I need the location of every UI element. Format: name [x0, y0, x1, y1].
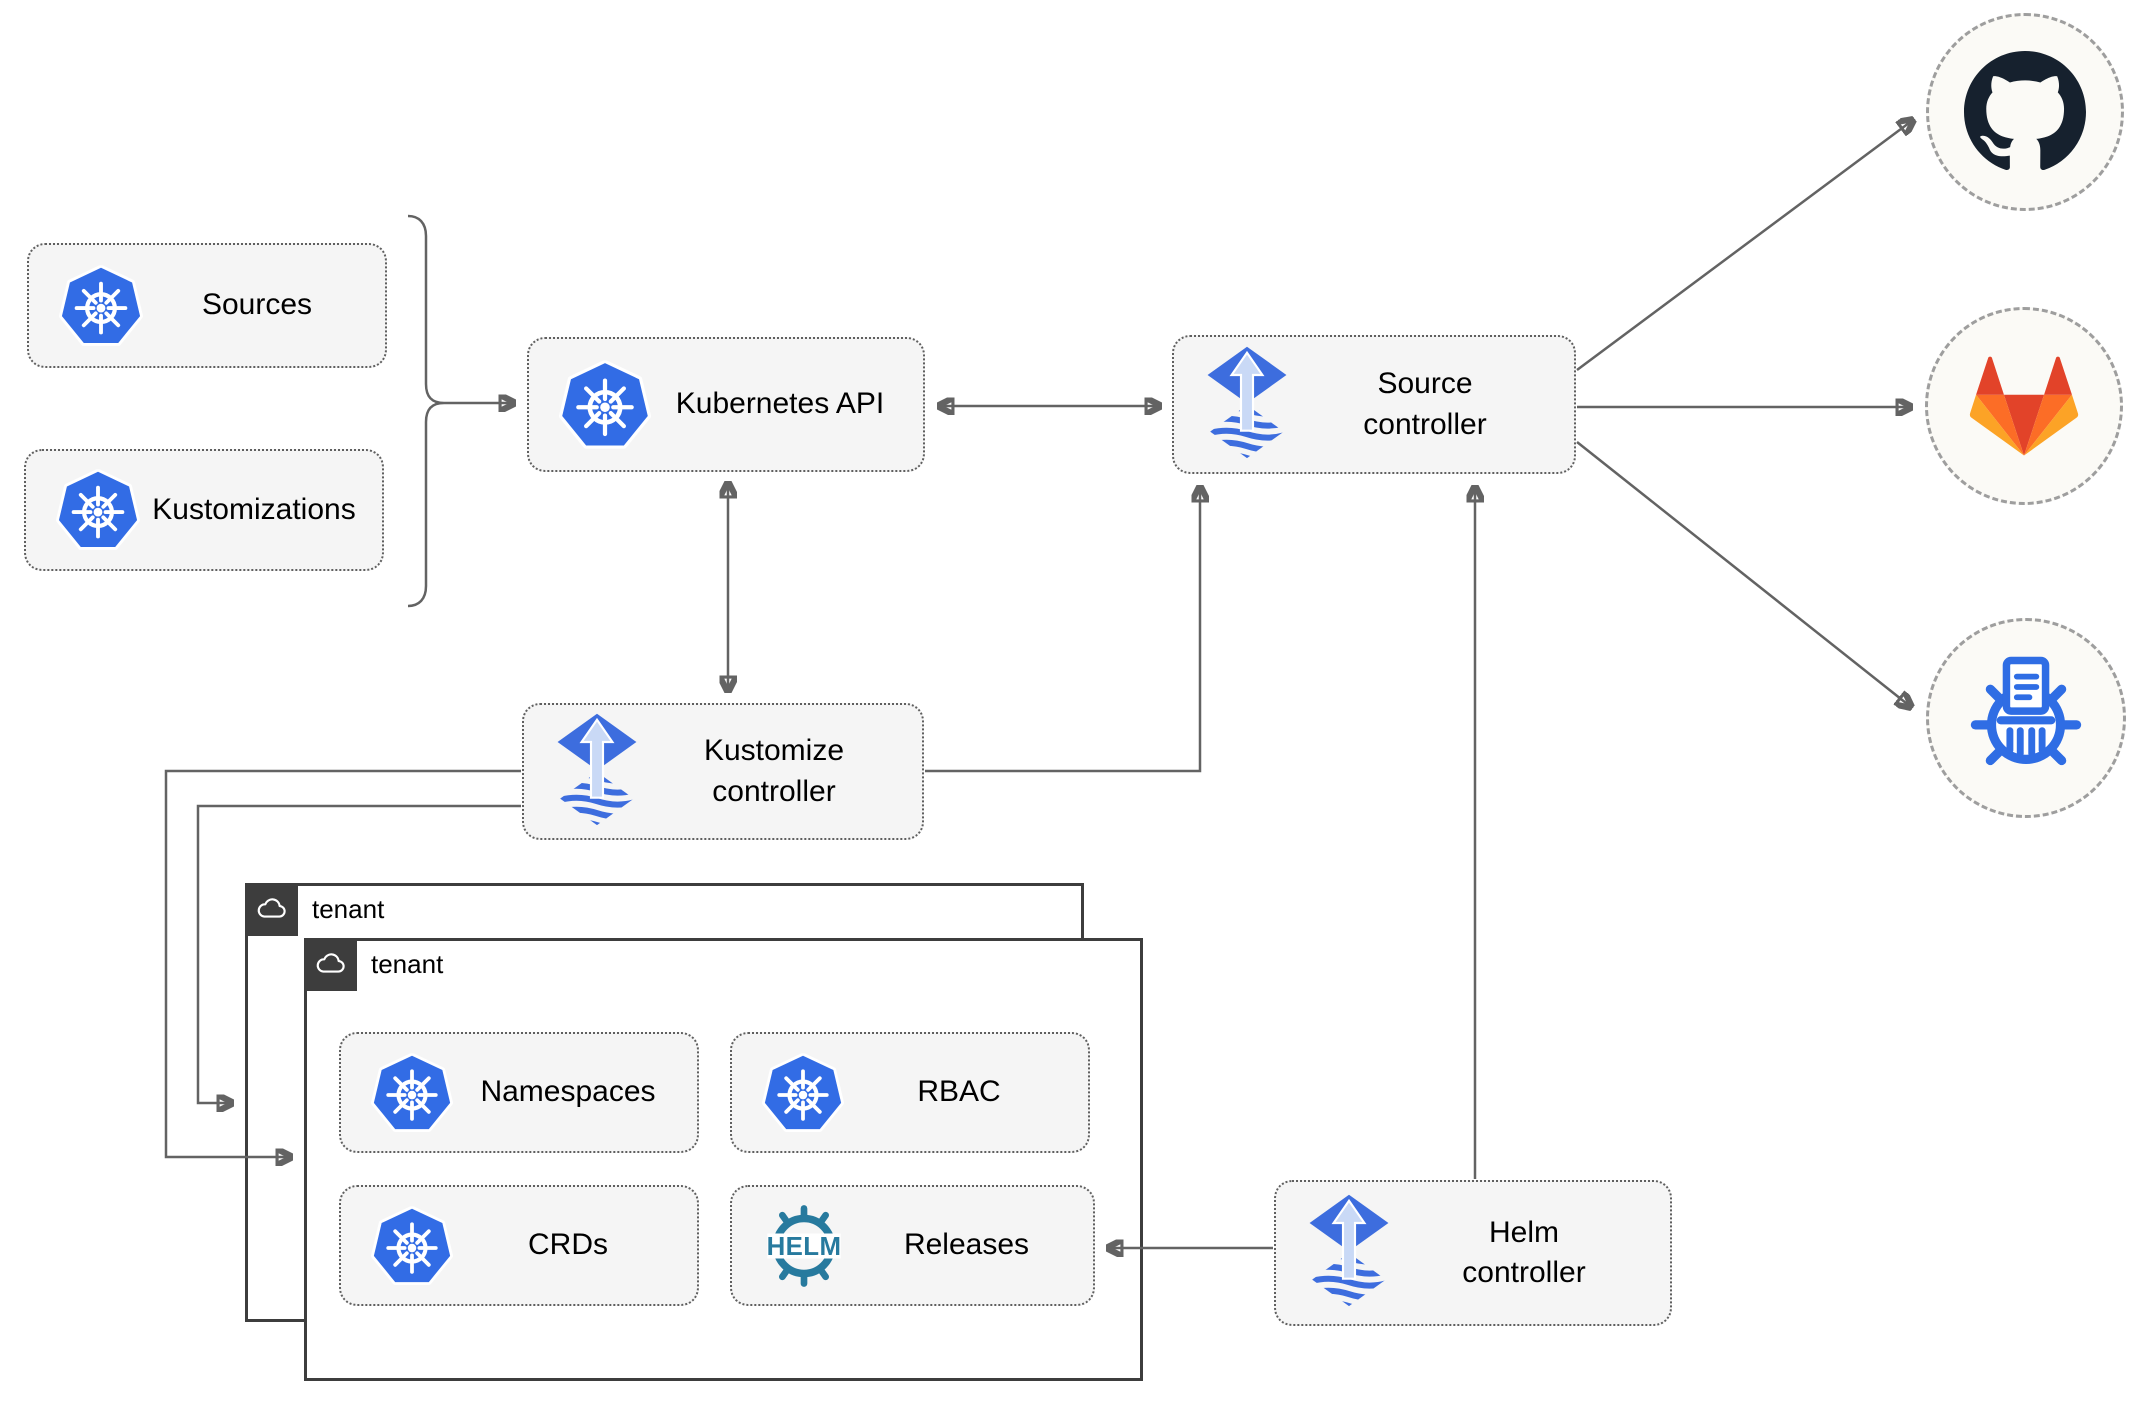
cloud-icon [314, 948, 348, 982]
node-releases: HELM Releases [730, 1185, 1095, 1306]
flux-icon [1204, 345, 1290, 465]
node-label: Source controller [1363, 367, 1487, 441]
node-label: CRDs [528, 1228, 608, 1262]
node-crds: CRDs [339, 1185, 699, 1306]
helm-logo-text: HELM [767, 1233, 842, 1261]
node-source-controller: Source controller [1172, 335, 1576, 474]
helm-icon: HELM [767, 1204, 842, 1287]
tenant-tab [245, 883, 298, 936]
node-label: Kubernetes API [675, 387, 885, 421]
tenant-tab [304, 938, 357, 991]
github-node [1926, 13, 2124, 211]
tenant-container-inner: tenant [304, 938, 1143, 1381]
node-helm-controller: Helm controller [1274, 1180, 1672, 1326]
node-label: RBAC [917, 1075, 1001, 1109]
chartmuseum-icon [1957, 649, 2095, 787]
node-kustomizations: Kustomizations [24, 449, 384, 571]
cloud-icon [255, 893, 289, 927]
node-kubernetes-api: Kubernetes API [527, 337, 925, 472]
node-kustomize-controller: Kustomize controller [522, 703, 924, 840]
kubernetes-icon [762, 1053, 844, 1133]
github-icon [1964, 51, 2086, 173]
node-label: Kustomizations [152, 492, 356, 526]
tenant-label: tenant [312, 894, 385, 924]
node-sources: Sources [27, 243, 387, 368]
kubernetes-icon [371, 1206, 453, 1286]
gitlab-icon [1965, 354, 2083, 459]
kubernetes-icon [371, 1053, 453, 1133]
tenant-label: tenant [371, 949, 444, 979]
node-rbac: RBAC [730, 1032, 1090, 1153]
kubernetes-icon [59, 265, 143, 347]
arrow-source-controller-to-github [1576, 120, 1913, 372]
chartmuseum-node [1926, 618, 2126, 818]
node-label: Helm controller [1462, 1215, 1586, 1290]
brace-sources-group [407, 214, 445, 608]
arrow-kustomize-controller-to-source-controller [925, 487, 1200, 773]
flux-icon [554, 712, 640, 832]
arrow-source-controller-to-chartmuseum [1576, 441, 1911, 707]
gitlab-node [1925, 307, 2123, 505]
node-label: Releases [903, 1228, 1030, 1262]
flux-icon [1306, 1193, 1392, 1313]
node-label: Namespaces [480, 1075, 656, 1109]
node-label: Sources [201, 288, 313, 322]
kubernetes-icon [56, 469, 140, 551]
kubernetes-icon [559, 360, 651, 450]
node-label: Kustomize controller [703, 734, 845, 808]
node-namespaces: Namespaces [339, 1032, 699, 1153]
